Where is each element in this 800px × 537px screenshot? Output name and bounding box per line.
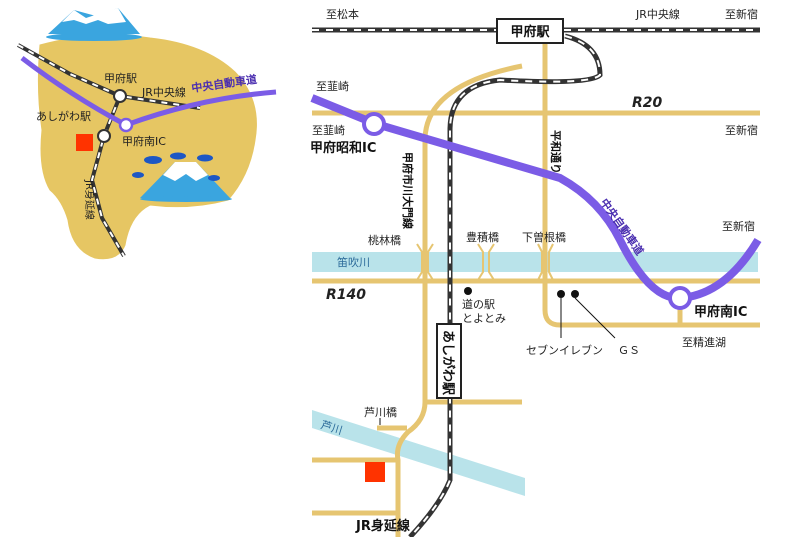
road-heiwa-dori	[542, 42, 760, 328]
overview-ashigawa-station-label: あしがわ駅	[36, 109, 91, 123]
overview-ashigawa-station-marker	[97, 129, 111, 143]
shimosone-bridge-label: 下曽根橋	[522, 230, 566, 244]
ashikawa-river	[312, 410, 525, 496]
michi-no-eki-name-label: とよとみ	[462, 312, 506, 325]
overview-map: 甲府駅 JR中央線 中央自動車道 あしがわ駅 甲府南IC JR身延線	[17, 8, 277, 260]
seven-eleven-dot	[557, 290, 565, 298]
jr-minobu-line-label: JR身延線	[355, 518, 411, 534]
mount-fuji-icon-top	[46, 8, 142, 41]
fuefuki-river	[312, 252, 758, 272]
overview-jr-chuo-line-label: JR中央線	[141, 85, 186, 99]
to-matsumoto-label: 至松本	[326, 7, 359, 21]
kofu-minami-ic-label: 甲府南IC	[694, 304, 747, 320]
seven-eleven-label: セブンイレブン	[526, 343, 603, 357]
heiwa-dori-label: 平和通り	[549, 130, 563, 174]
to-shinjuku-r20-label: 至新宿	[725, 123, 758, 137]
to-nirasaki-label-1: 至韮崎	[316, 79, 349, 93]
destination-marker	[365, 462, 385, 482]
michi-no-eki-label: 道の駅	[462, 297, 495, 311]
r20-label: R20	[632, 95, 663, 111]
jr-chuo-line-label: JR中央線	[635, 7, 680, 21]
overview-kofu-minami-ic-label: 甲府南IC	[122, 134, 166, 148]
overview-kofu-station-label: 甲府駅	[104, 71, 137, 85]
detail-map: 甲府駅 あしがわ駅 至松本 至新宿 至韮崎 至韮崎 至新宿 至新宿 至精進湖 J…	[310, 7, 762, 537]
ichikawa-daimon-line-label: 甲府市川大門線	[401, 152, 415, 229]
mount-fuji-icon-bottom	[132, 152, 232, 202]
overview-jr-minobu-line-label: JR身延線	[83, 179, 96, 220]
ashigawa-bridge-label: 芦川橋	[364, 405, 397, 419]
to-shinjuku-right-label: 至新宿	[722, 219, 755, 233]
overview-land	[37, 34, 257, 260]
michi-no-eki-dot	[464, 287, 472, 295]
hozumi-bridge-label: 豊積橋	[466, 230, 499, 244]
kofu-showa-ic-marker	[362, 112, 386, 136]
kofu-station-box	[496, 18, 564, 44]
ashikawa-river-label: 芦川	[319, 418, 344, 437]
to-shinjuku-top-label: 至新宿	[725, 7, 758, 21]
overview-kofu-station-marker	[113, 89, 127, 103]
ashigawa-station-label: あしがわ駅	[440, 330, 456, 396]
fuefuki-river-label: 笛吹川	[337, 255, 370, 269]
kofu-minami-ic-marker	[668, 286, 692, 310]
momobayashi-bridge-label: 桃林橋	[368, 233, 401, 247]
bridge-marks	[416, 243, 554, 281]
kofu-showa-ic-label: 甲府昭和IC	[310, 140, 376, 156]
ashigawa-station-box	[436, 323, 462, 399]
road-ichikawa-daimon-line	[395, 63, 523, 537]
kofu-station-label: 甲府駅	[510, 24, 550, 40]
gs-dot	[571, 290, 579, 298]
gs-leader	[574, 297, 616, 339]
r140-label: R140	[326, 287, 366, 303]
overview-kofu-minami-ic-marker	[118, 117, 134, 133]
to-nirasaki-label-2: 至韮崎	[312, 123, 345, 137]
gs-label: ＧＳ	[618, 344, 640, 357]
overview-destination-marker	[76, 134, 93, 151]
roads	[312, 42, 760, 537]
chuo-expressway	[310, 94, 762, 303]
to-seishoko-label: 至精進湖	[682, 336, 726, 349]
